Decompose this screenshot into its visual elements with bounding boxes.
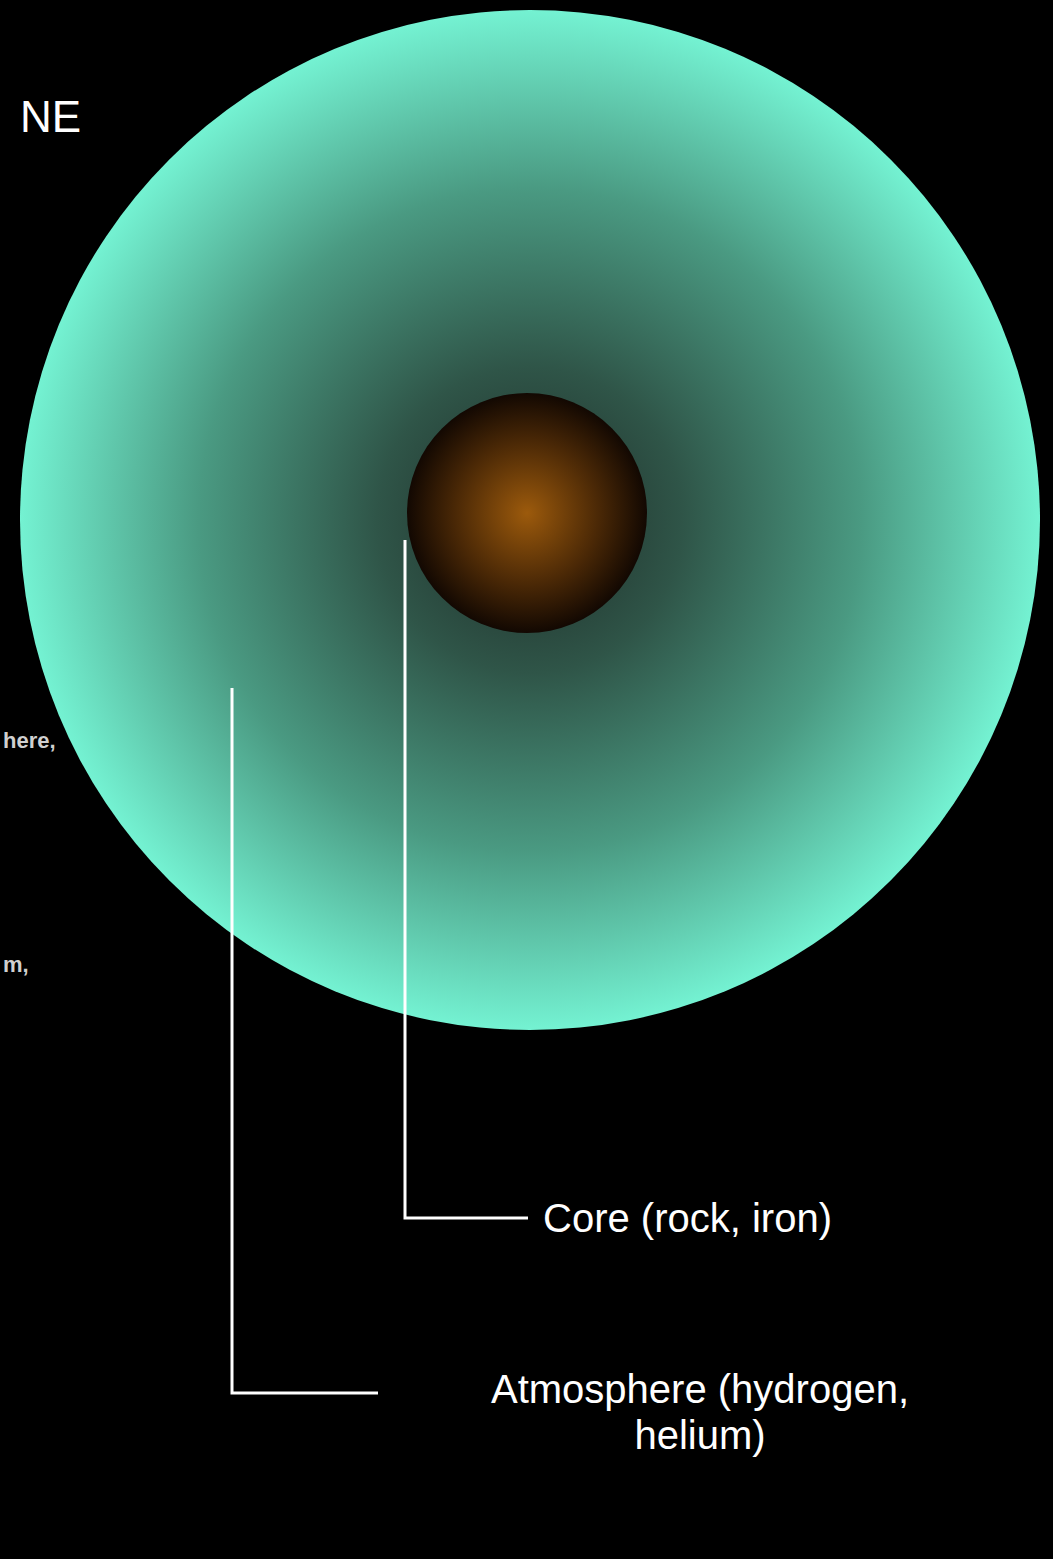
- title-fragment: NE: [20, 92, 81, 143]
- atmosphere-leader-line: [232, 688, 378, 1393]
- core-leader-line: [405, 540, 528, 1218]
- text-fragment: here,: [3, 728, 56, 753]
- text-fragment: m,: [3, 952, 29, 977]
- atmosphere-label: Atmosphere (hydrogen, helium): [470, 1366, 930, 1458]
- core-sphere: [407, 393, 647, 633]
- atmosphere-sphere: [20, 10, 1040, 1030]
- core-label: Core (rock, iron): [543, 1195, 832, 1241]
